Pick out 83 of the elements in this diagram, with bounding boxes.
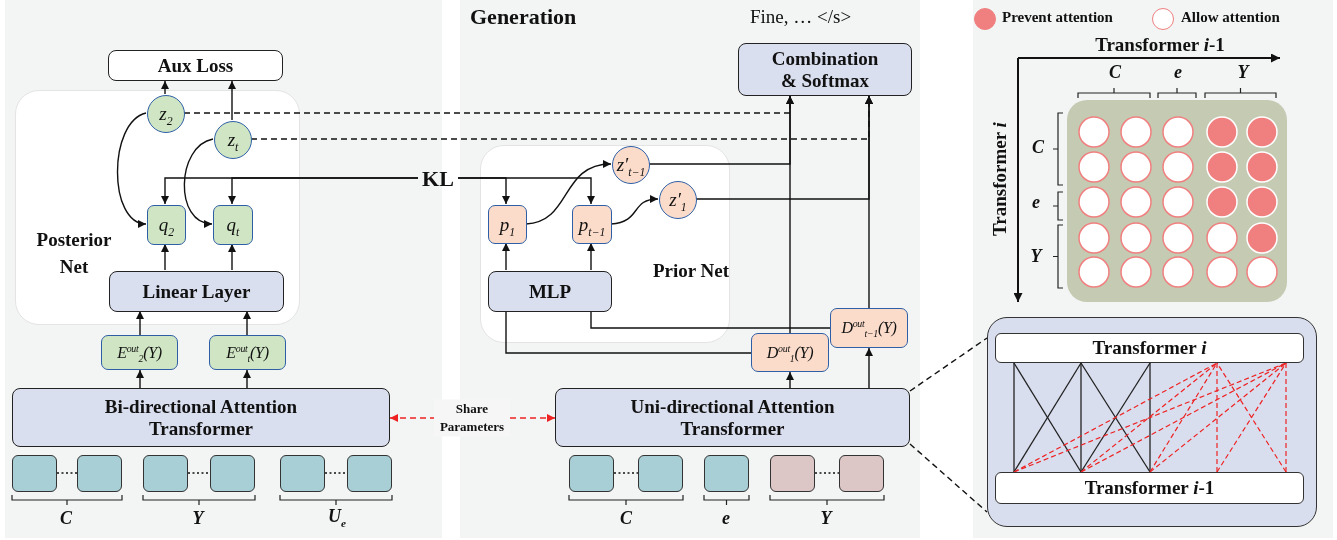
embedding-box: E$^{out}$$_{2}$(Y) <box>101 335 178 370</box>
module-box: Bi-directional Attention Transformer <box>12 388 390 447</box>
connector-line <box>789 95 791 334</box>
token-box <box>347 455 392 492</box>
group-title: Prior Net <box>651 259 731 283</box>
brace-label: Y <box>819 508 834 529</box>
legend-text: Allow attention <box>1181 9 1280 26</box>
axis-title: Transformer i <box>989 121 1011 238</box>
token-box <box>704 455 749 492</box>
brace-label: C <box>619 508 633 529</box>
arrow <box>161 243 169 271</box>
module-box: Combination & Softmax <box>738 43 912 96</box>
arrow <box>243 310 251 336</box>
distribution-box: p$_{1}$ <box>488 205 527 244</box>
arrow <box>136 369 144 389</box>
token-box <box>770 455 815 492</box>
embedding-box: D$^{out}$$_{1}$(Y) <box>751 333 829 372</box>
brace-label: e <box>1173 62 1183 83</box>
zoom-panel <box>987 317 1317 527</box>
arrow <box>587 242 595 271</box>
distribution-box: q$_{2}$ <box>147 205 186 245</box>
axis-title: Transformer i-1 <box>1094 34 1226 56</box>
arrow <box>786 371 794 389</box>
group-panel <box>480 145 730 343</box>
arrow <box>457 177 595 205</box>
distribution-box: p$_{t−1}$ <box>572 205 612 244</box>
brace-label: Y <box>191 508 206 529</box>
brace-label: e <box>1031 192 1041 213</box>
token-box <box>77 455 122 492</box>
dashed-connector-line <box>909 337 988 392</box>
token-box <box>839 455 884 492</box>
brace-label: Y <box>1029 246 1044 267</box>
brace-label: C <box>1108 62 1122 83</box>
connector-line <box>505 310 752 354</box>
dashed-connector-line <box>56 472 78 474</box>
arrow <box>525 160 612 225</box>
arrow <box>183 138 214 227</box>
embedding-box: D$^{out}$$_{t−1}$(Y) <box>830 308 908 348</box>
latent-circle: z$_{t}$ <box>214 121 252 159</box>
latent-circle: z′$_{1}$ <box>659 181 697 219</box>
arrow <box>161 80 169 95</box>
module-box: Uni-directional Attention Transformer <box>555 388 910 447</box>
arrow <box>610 195 659 225</box>
brace-label: C <box>1031 137 1045 158</box>
connector-line <box>590 310 831 329</box>
token-box <box>210 455 255 492</box>
loss-box: Aux Loss <box>108 50 283 81</box>
latent-circle: z′$_{t−1}$ <box>612 146 650 184</box>
layer-bar: Transformer i-1 <box>995 472 1304 504</box>
module-box: MLP <box>488 271 612 312</box>
output-text: Fine, … </s> <box>750 6 853 28</box>
brace-label: Y <box>1236 62 1251 83</box>
token-box <box>143 455 188 492</box>
dashed-connector-line <box>814 472 840 474</box>
dashed-connector-line <box>187 472 211 474</box>
panel-title: Generation <box>470 4 578 30</box>
token-box <box>12 455 57 492</box>
arrow <box>116 112 147 227</box>
token-box <box>280 455 325 492</box>
arrow <box>136 310 144 336</box>
arrow <box>243 369 251 389</box>
arrow <box>228 177 419 205</box>
arrow <box>502 242 510 271</box>
node-label: KL <box>418 166 458 192</box>
arrow <box>228 243 236 271</box>
dashed-connector-line <box>909 443 988 513</box>
group-panel <box>15 90 300 325</box>
layer-bar: Transformer i <box>995 333 1304 363</box>
module-box: Linear Layer <box>109 271 284 312</box>
embedding-box: E$^{out}$$_{t}$(Y) <box>209 335 286 370</box>
arrow <box>865 95 873 309</box>
brace-label: U$_{e}$ <box>327 506 347 527</box>
dashed-connector-line <box>324 472 348 474</box>
arrow <box>865 347 873 389</box>
dashed-connector-line <box>613 472 639 474</box>
distribution-box: q$_{t}$ <box>213 205 253 245</box>
token-box <box>638 455 683 492</box>
token-box <box>569 455 614 492</box>
brace-label: e <box>721 508 731 529</box>
brace-label: C <box>59 508 73 529</box>
latent-circle: z$_{2}$ <box>147 95 185 133</box>
legend-text: Prevent attention <box>1002 9 1113 26</box>
arrow <box>228 80 236 121</box>
